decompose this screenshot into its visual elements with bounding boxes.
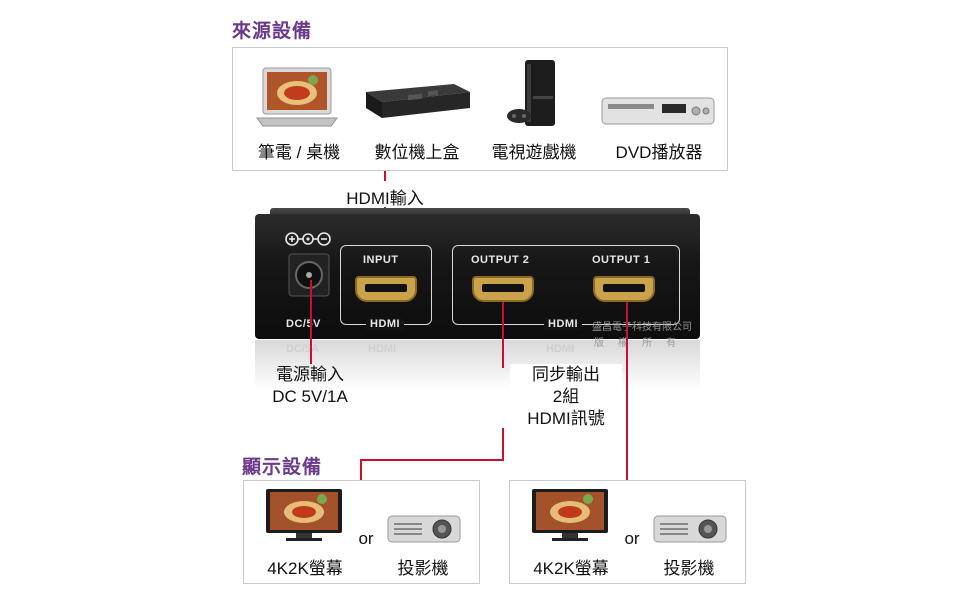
settop-box-icon bbox=[366, 84, 470, 118]
power-wire bbox=[310, 280, 312, 364]
sync-caption-line3: HDMI訊號 bbox=[527, 409, 605, 428]
output2-port-label: OUTPUT 2 bbox=[471, 254, 530, 266]
output2-wire-upper bbox=[502, 302, 504, 368]
power-caption-line1: 電源輸入 bbox=[276, 365, 344, 384]
input-hdmi-port bbox=[355, 276, 417, 302]
output-hdmi-label: HDMI bbox=[544, 318, 583, 330]
source-label-settop: 數位機上盒 bbox=[374, 143, 460, 162]
game-console-icon bbox=[507, 60, 555, 126]
watermark-line2: 版 權 所 有 bbox=[594, 338, 678, 349]
monitor-icon bbox=[266, 489, 342, 541]
sync-caption-line2: 2組 bbox=[552, 387, 580, 406]
or-label-2: or bbox=[624, 529, 640, 548]
output2-wire-drop bbox=[360, 459, 362, 481]
output1-port-label: OUTPUT 1 bbox=[592, 254, 651, 266]
output2-wire-horizontal bbox=[360, 459, 504, 461]
projector-label-2: 投影機 bbox=[663, 559, 715, 578]
watermark-line1: 盛昌電子科技有限公司 bbox=[592, 322, 692, 333]
screen-label-2: 4K2K螢幕 bbox=[533, 559, 609, 578]
reflection-output-hdmi: HDMI bbox=[546, 343, 575, 355]
input-hdmi-label: HDMI bbox=[366, 318, 405, 330]
laptop-icon bbox=[256, 67, 338, 127]
source-label-laptop: 筆電 / 桌機 bbox=[257, 143, 341, 162]
projector-label-1: 投影機 bbox=[397, 559, 449, 578]
reflection-power-label: DC/5A bbox=[286, 343, 320, 355]
input-port-label: INPUT bbox=[363, 254, 399, 266]
hdmi-input-label: HDMI輸入 bbox=[346, 189, 424, 208]
screen-label-1: 4K2K螢幕 bbox=[267, 559, 343, 578]
monitor-icon bbox=[532, 489, 608, 541]
power-caption: 電源輸入 DC 5V/1A bbox=[250, 364, 370, 408]
sync-caption-line1: 同步輸出 bbox=[532, 365, 600, 384]
source-label-console: 電視遊戲機 bbox=[491, 143, 577, 162]
source-label-dvd: DVD播放器 bbox=[615, 143, 703, 162]
source-heading: 來源設備 bbox=[232, 21, 313, 42]
output1-wire bbox=[626, 302, 628, 481]
output2-hdmi-port bbox=[472, 276, 534, 302]
output2-wire-lower bbox=[502, 428, 504, 460]
input-wire-top bbox=[384, 171, 386, 181]
dvd-player-icon bbox=[601, 97, 715, 125]
power-caption-line2: DC 5V/1A bbox=[272, 387, 348, 406]
power-port-label: DC/5V bbox=[286, 318, 321, 330]
projector-icon bbox=[387, 515, 461, 543]
display-heading: 顯示設備 bbox=[242, 457, 323, 478]
projector-icon bbox=[653, 515, 727, 543]
power-jack-icon bbox=[288, 253, 330, 297]
reflection-input-hdmi: HDMI bbox=[368, 343, 397, 355]
output1-hdmi-port bbox=[593, 276, 655, 302]
sync-caption: 同步輸出 2組 HDMI訊號 bbox=[510, 364, 622, 430]
device-reflection bbox=[255, 340, 700, 390]
or-label-1: or bbox=[358, 529, 374, 548]
polarity-icon bbox=[285, 232, 331, 246]
